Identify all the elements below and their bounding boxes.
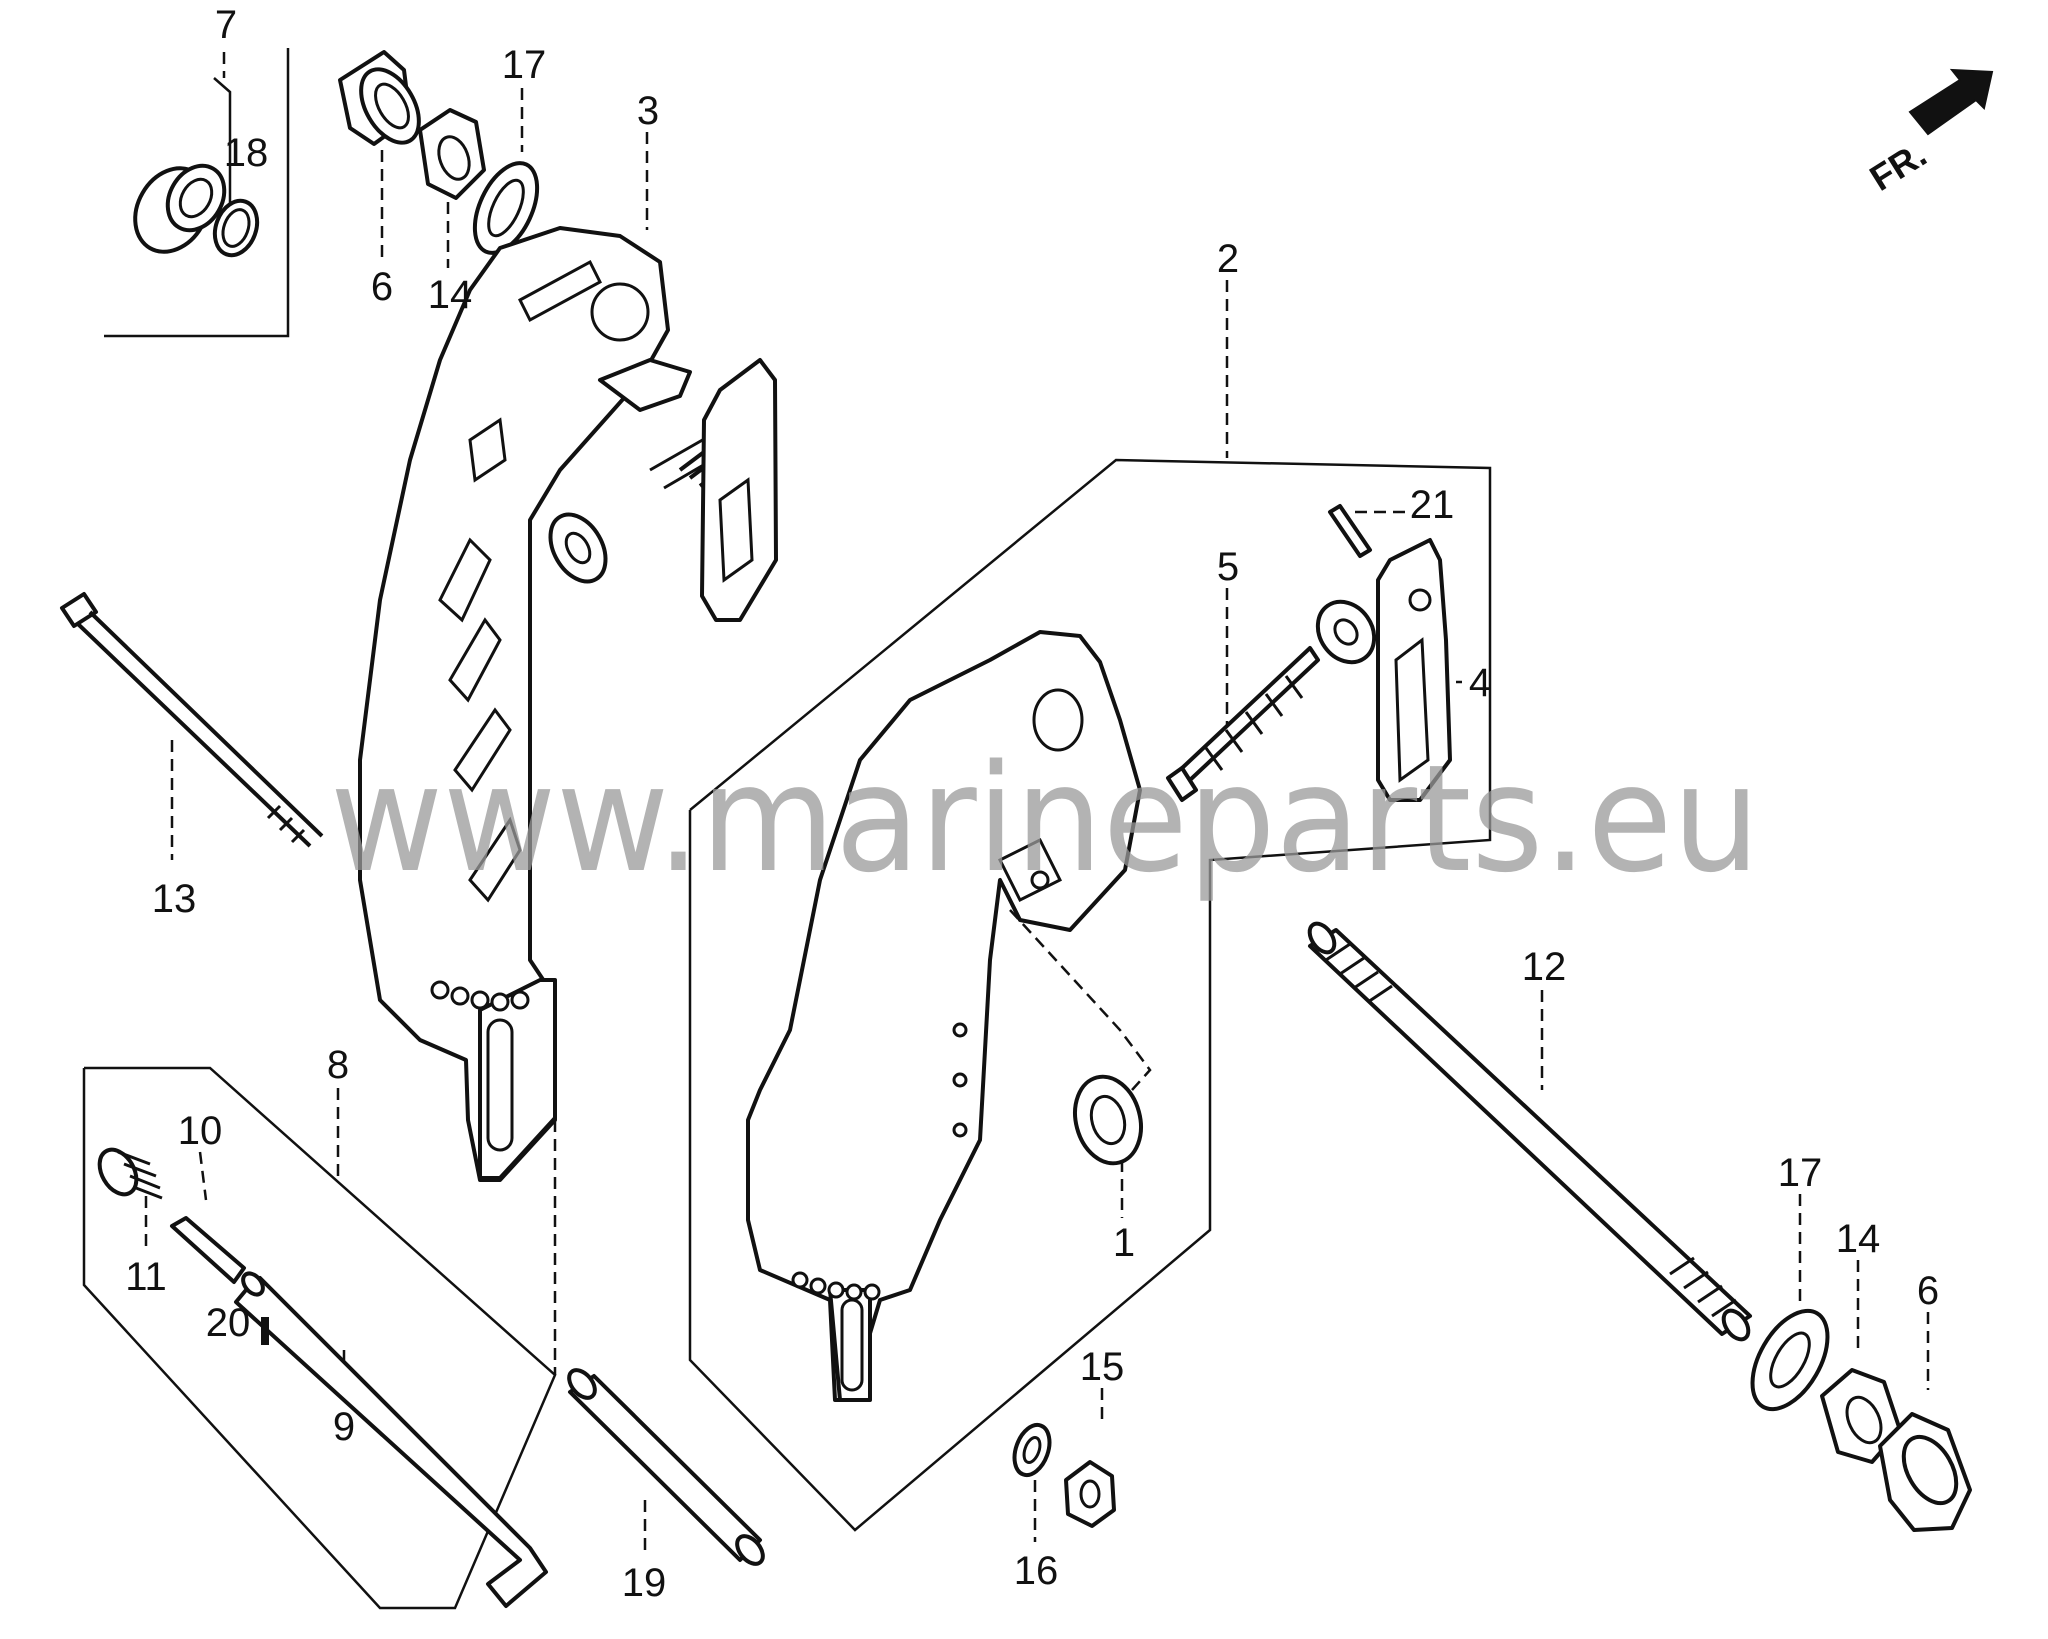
callout-2: 2 (1217, 237, 1239, 281)
part-9-tilt-lever (234, 1271, 548, 1608)
part-13-bolt (60, 592, 324, 848)
callout-1: 1 (1113, 1221, 1135, 1265)
callout-19: 19 (622, 1561, 667, 1605)
part-5-clamp-screw (1166, 599, 1377, 802)
part-4-swivel-pad (1376, 538, 1452, 802)
callout-10: 10 (178, 1109, 223, 1153)
part-17-washer-top (472, 161, 540, 255)
callout-6: 6 (371, 265, 393, 309)
frame-7-18 (104, 48, 290, 338)
callout-labels: 7 18 6 14 17 3 2 21 5 4 13 12 8 10 11 20… (125, 3, 1939, 1605)
part-17-washer-right (1750, 1308, 1830, 1412)
callout-16: 16 (1014, 1549, 1059, 1593)
callout-21: 21 (1410, 483, 1455, 527)
front-arrow-icon (1908, 68, 1994, 136)
part-6-cap-nut-right (1878, 1412, 1972, 1532)
part-12-tilt-tube (1307, 921, 1752, 1342)
callout-11: 11 (125, 1255, 167, 1299)
part-2-right-bracket (746, 630, 1142, 1402)
callout-6b: 6 (1917, 1269, 1939, 1313)
callout-14: 14 (428, 273, 473, 317)
callout-20: 20 (206, 1301, 251, 1345)
callout-7: 7 (215, 3, 237, 47)
frame-8 (82, 1066, 557, 1610)
part-16-washer (1012, 1422, 1052, 1478)
callout-5: 5 (1217, 545, 1239, 589)
callout-12: 12 (1522, 945, 1567, 989)
part-11-spring (97, 1147, 163, 1200)
callout-14b: 14 (1836, 1217, 1881, 1261)
callout-17b: 17 (1778, 1151, 1823, 1195)
part-3-left-bracket (358, 226, 778, 1182)
frame-2 (688, 458, 1492, 1532)
watermark-text: www.marineparts.eu (330, 733, 1760, 905)
callout-13: 13 (152, 877, 197, 921)
part-6-cap-nut-top (338, 50, 421, 146)
part-21-pin (1328, 504, 1372, 558)
part-18-o-ring (212, 198, 260, 258)
part-19-rod (567, 1368, 765, 1566)
callout-4: 4 (1469, 661, 1491, 705)
callout-8: 8 (327, 1043, 349, 1087)
part-10-key (170, 1216, 246, 1284)
front-direction-indicator: FR. (1863, 68, 1994, 199)
callout-9: 9 (333, 1405, 355, 1449)
part-1-bushing (1073, 1074, 1143, 1166)
callout-15: 15 (1080, 1345, 1125, 1389)
callout-18: 18 (224, 131, 269, 175)
callout-17: 17 (502, 43, 547, 87)
part-20-pin (261, 1317, 269, 1345)
front-label: FR. (1863, 133, 1934, 199)
part-14-nut-top (418, 108, 486, 200)
part-7-nut (133, 163, 227, 254)
callout-3: 3 (637, 89, 659, 133)
part-15-small-nut (1064, 1460, 1116, 1528)
